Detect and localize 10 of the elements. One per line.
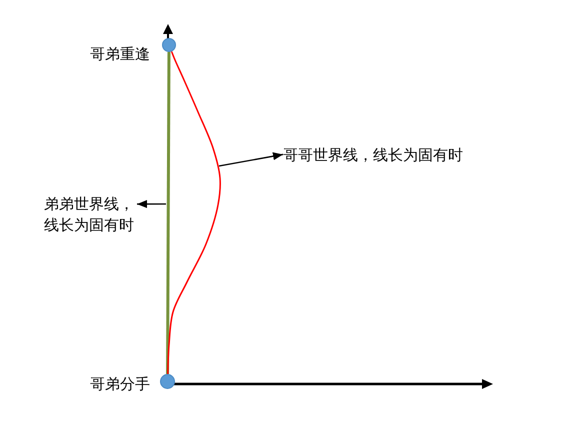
arrow	[137, 200, 166, 208]
event-label: 哥弟重逢	[89, 44, 150, 65]
curved-worldline	[167, 51, 221, 374]
event-dot	[160, 374, 175, 389]
event-label: 哥弟分手	[89, 374, 150, 395]
event-dot	[162, 38, 176, 52]
callout-text: 弟弟世界线，线长为固有时	[44, 194, 137, 236]
arrow	[218, 152, 284, 167]
straight-worldline	[166, 52, 170, 374]
callout-text: 哥哥世界线，线长为固有时	[283, 145, 463, 166]
